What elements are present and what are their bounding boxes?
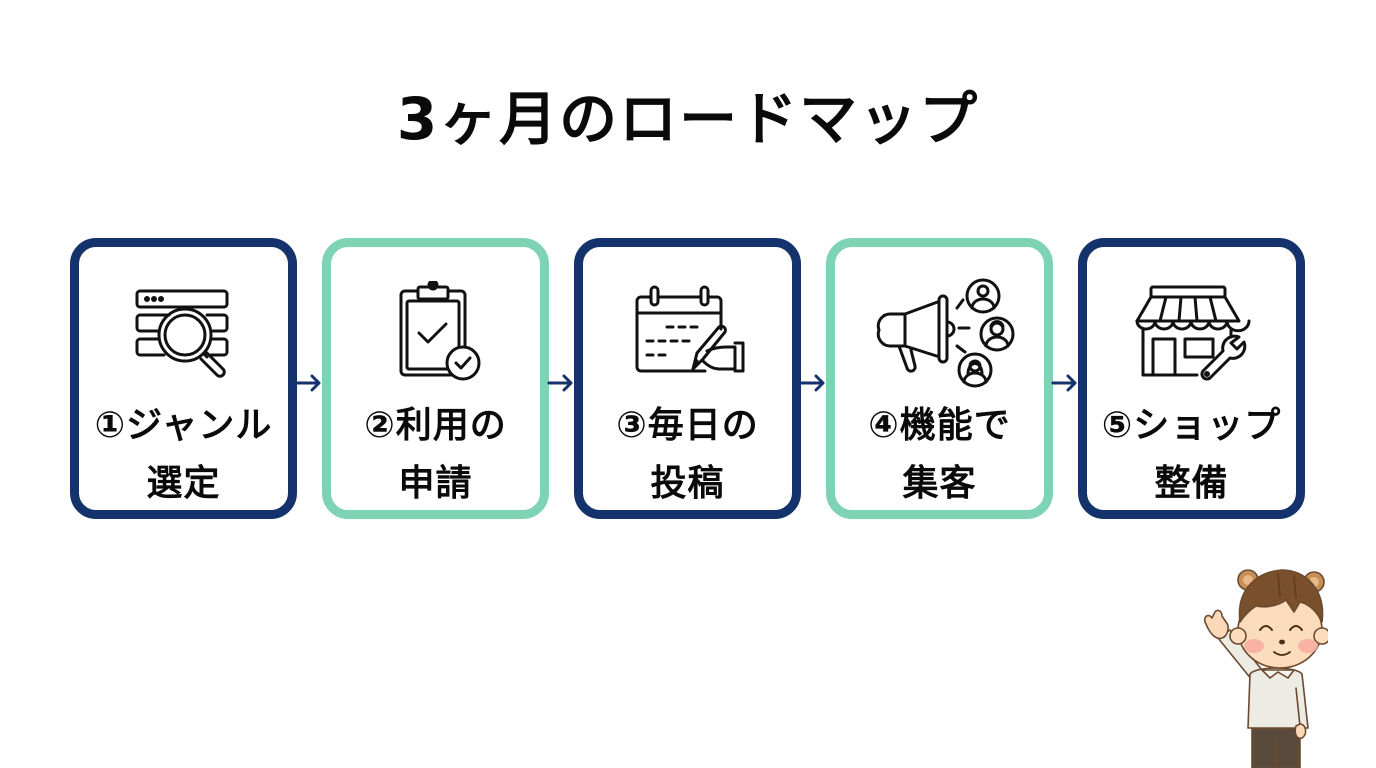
- step-label-4: ④機能で 集客: [868, 405, 1011, 504]
- step-label-5: ⑤ショップ 整備: [1101, 405, 1282, 504]
- step-card-3: ③毎日の 投稿: [574, 238, 801, 519]
- step-label-1: ①ジャンル 選定: [94, 405, 273, 504]
- step-card-2: ②利用の 申請: [322, 238, 549, 519]
- calendar-writing-icon: [623, 281, 753, 385]
- right-arrow-icon: [546, 373, 576, 393]
- megaphone-people-icon: [865, 278, 1015, 388]
- step-label-3: ③毎日の 投稿: [616, 405, 759, 504]
- step-card-1: ①ジャンル 選定: [70, 238, 297, 519]
- step-card-4: ④機能で 集客: [826, 238, 1053, 519]
- page-title: 3ヶ月のロードマップ: [396, 85, 980, 153]
- right-arrow-icon: [294, 373, 324, 393]
- mascot-illustration: [1196, 560, 1331, 768]
- step-label-2: ②利用の 申請: [364, 405, 507, 504]
- shop-wrench-icon: [1127, 281, 1257, 385]
- right-arrow-icon: [1050, 373, 1080, 393]
- right-arrow-icon: [798, 373, 828, 393]
- clipboard-check-icon: [371, 281, 501, 385]
- search-list-icon: [119, 281, 249, 385]
- step-card-5: ⑤ショップ 整備: [1078, 238, 1305, 519]
